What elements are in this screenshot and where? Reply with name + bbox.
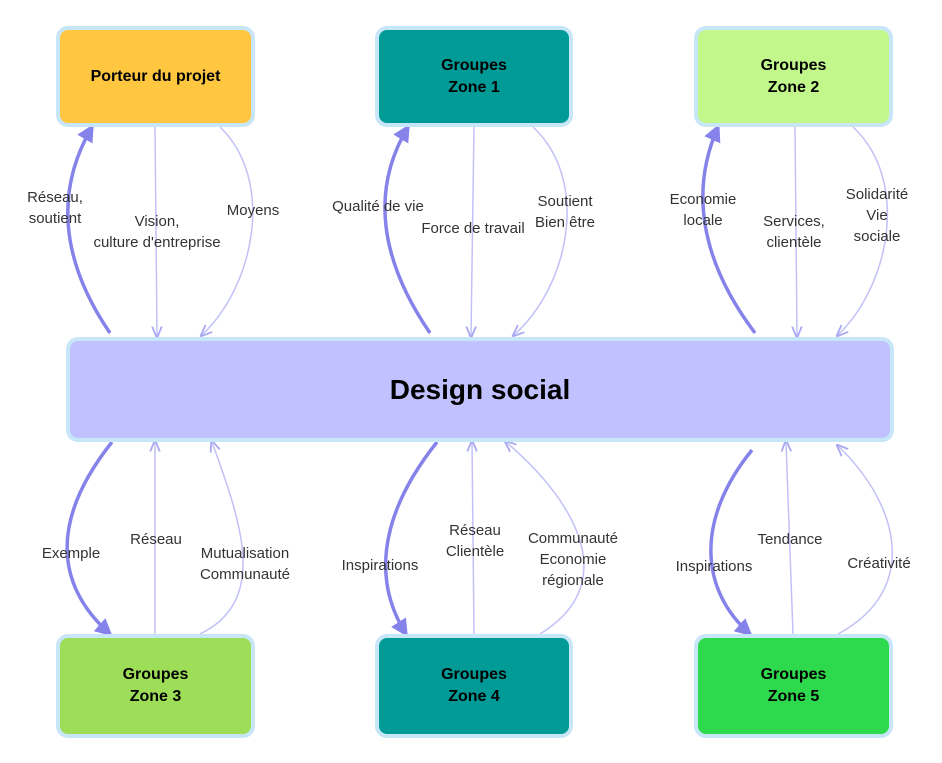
node-porteur[interactable]: Porteur du projet [56,26,255,127]
edge-zone3-side [199,442,244,635]
edge-zone1-side [514,126,568,335]
edge-zone2-side [838,126,889,335]
label-zone3-mid: Réseau [130,531,182,548]
label-zone4-thick: Inspirations [341,557,419,574]
label-porteur-mid: Vision, culture d'entreprise [93,213,221,251]
label-zone3-thick: Exemple [41,545,101,562]
node-zone3[interactable]: Groupes Zone 3 [56,634,255,738]
edge-zone5-side [838,446,894,635]
node-zone2[interactable]: Groupes Zone 2 [694,26,893,127]
edge-zone2-mid [795,126,797,336]
edge-zone1-thick [383,124,432,334]
label-zone5-side: Créativité [847,555,911,572]
edge-porteur-side [202,126,254,335]
label-zone3-side: Mutualisation Communauté [199,545,291,583]
label-zone5-mid: Tendance [757,531,823,548]
label-zone1-side: Soutient Bien être [534,193,596,231]
label-zone4-side: Communauté Economie régionale [527,530,619,589]
edge-zone4-mid [472,442,474,635]
label-zone5-thick: Inspirations [675,558,753,575]
edge-zone2-thick [701,123,757,335]
edge-zone4-side [506,442,585,635]
label-porteur-side: Moyens [226,202,280,219]
label-zone1-thick: Qualité de vie [332,198,424,215]
node-zone1[interactable]: Groupes Zone 1 [375,26,573,127]
edge-zone5-mid [786,442,794,635]
label-zone2-thick: Economie locale [669,191,737,229]
label-porteur-thick: Réseau, soutient [27,189,83,227]
node-design-social[interactable]: Design social [66,337,894,442]
label-zone2-side: Solidarité Vie sociale [845,186,909,245]
node-zone4[interactable]: Groupes Zone 4 [375,634,573,738]
edge-zone5-thick [709,448,754,637]
label-zone2-mid: Services, clientèle [763,213,825,251]
label-zone1-mid: Force de travail [421,220,525,237]
edge-porteur-mid [155,126,157,336]
edge-zone1-mid [471,126,474,336]
edge-zone4-thick [383,440,439,637]
label-zone4-mid: Réseau Clientèle [445,522,505,560]
node-zone5[interactable]: Groupes Zone 5 [694,634,893,738]
edge-zone3-thick [65,440,114,637]
edge-porteur-thick [66,123,112,334]
